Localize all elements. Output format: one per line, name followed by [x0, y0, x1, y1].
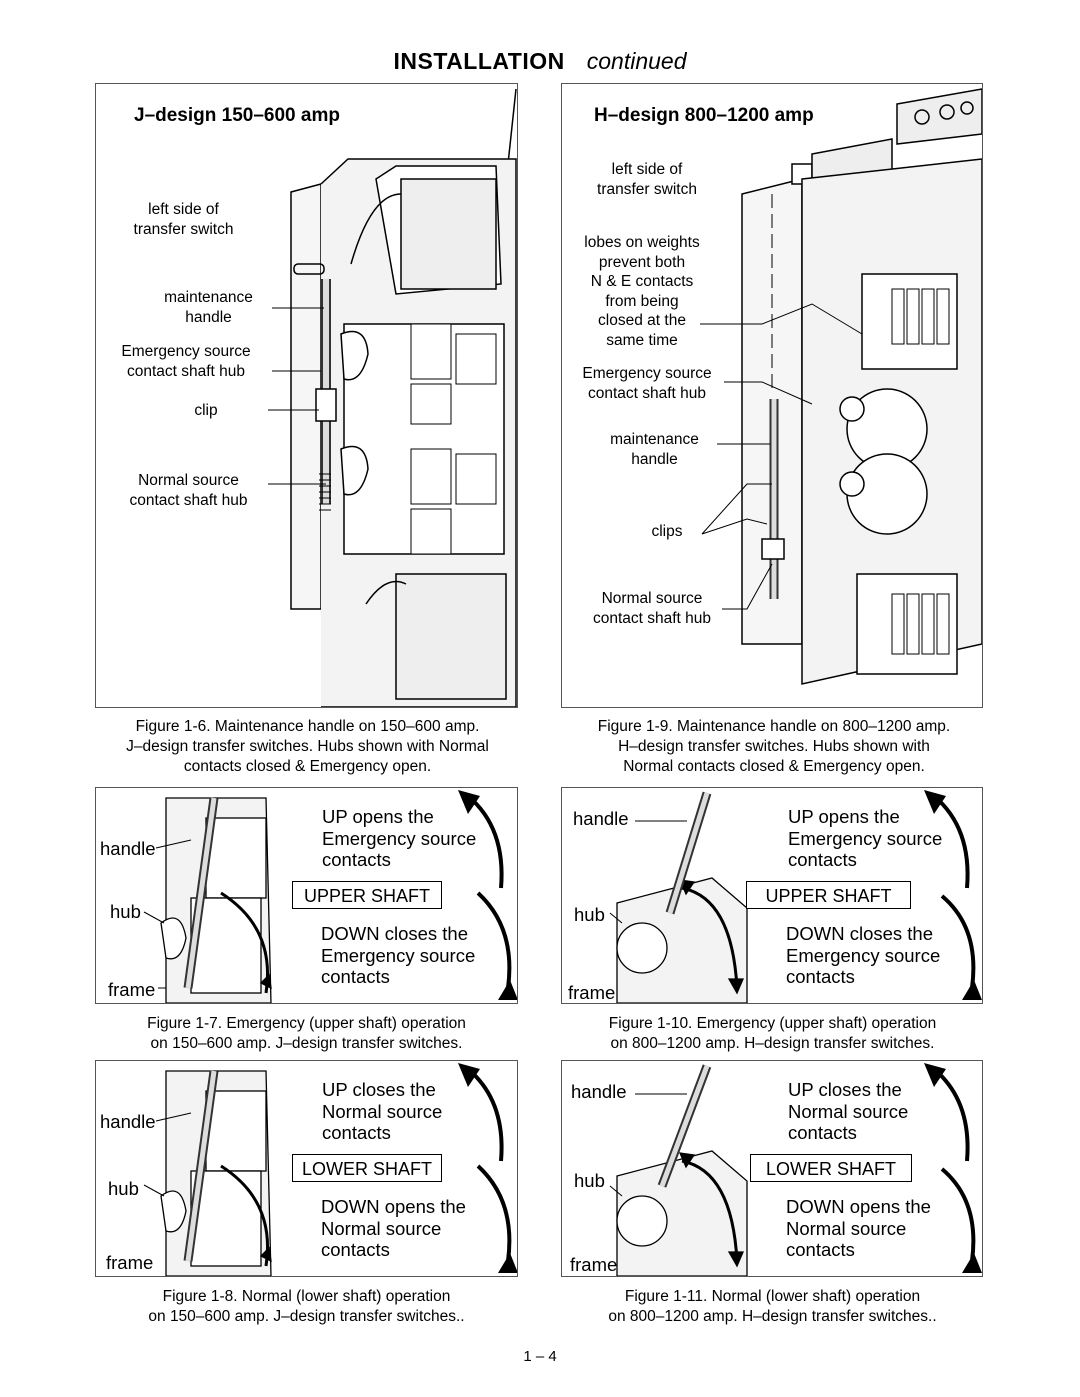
fig1-11-up-text: UP closes the Normal source contacts: [788, 1079, 909, 1143]
j-label-normal-hub: Normal source contact shaft hub: [129, 472, 248, 509]
fig1-10-frame-label: frame: [568, 982, 616, 1003]
figure-1-10-panel: handle hub frame UP opens the Emergency …: [561, 787, 983, 1004]
h-label-normal-hub: Normal source contact shaft hub: [592, 590, 712, 627]
j-label-clip: clip: [194, 402, 218, 419]
figure-1-8-caption: Figure 1-8. Normal (lower shaft) operati…: [148, 1288, 465, 1325]
fig1-10-upper-shaft-box: UPPER SHAFT: [746, 881, 911, 909]
fig1-8-down-text: DOWN opens the Normal source contacts: [321, 1196, 466, 1260]
h-design-switch-illustration: [741, 88, 982, 685]
figure-1-10-caption: Figure 1-10. Emergency (upper shaft) ope…: [608, 1015, 937, 1052]
figure-1-6-caption: Figure 1-6. Maintenance handle on 150–60…: [126, 718, 489, 775]
h-label-clips: clips: [651, 523, 683, 540]
j-label-left-side: left side of transfer switch: [133, 201, 234, 238]
fig1-10-down-text: DOWN closes the Emergency source contact…: [786, 923, 941, 987]
j-design-switch-illustration: [290, 88, 517, 707]
fig1-7-handle-label: handle: [100, 838, 156, 859]
fig1-8-up-text: UP closes the Normal source contacts: [322, 1079, 443, 1143]
h-label-maintenance-handle: maintenance handle: [610, 431, 699, 468]
fig1-11-frame-label: frame: [570, 1254, 618, 1275]
figure-1-6-heading: J–design 150–600 amp: [134, 105, 340, 126]
figure-1-7-caption: Figure 1-7. Emergency (upper shaft) oper…: [147, 1015, 466, 1052]
figure-1-11-caption: Figure 1-11. Normal (lower shaft) operat…: [608, 1288, 937, 1325]
fig1-7-hub-label: hub: [110, 901, 141, 922]
page-title: INSTALLATION continued: [0, 48, 1080, 75]
h-upper-shaft-illustration: [609, 790, 982, 1003]
fig1-11-down-text: DOWN opens the Normal source contacts: [786, 1196, 931, 1260]
j-lower-shaft-illustration: [143, 1063, 517, 1276]
fig1-7-up-text: UP opens the Emergency source contacts: [322, 806, 477, 870]
fig1-11-lower-shaft-box: LOWER SHAFT: [750, 1154, 912, 1182]
h-label-emergency-hub: Emergency source contact shaft hub: [582, 365, 712, 402]
fig1-8-frame-label: frame: [106, 1252, 154, 1273]
fig1-8-hub-label: hub: [108, 1178, 139, 1199]
h-label-lobes: lobes on weights prevent both N & E cont…: [584, 234, 700, 349]
fig1-7-down-text: DOWN closes the Emergency source contact…: [321, 923, 476, 987]
figure-1-9-heading: H–design 800–1200 amp: [594, 105, 814, 126]
h-lower-shaft-illustration: [609, 1063, 982, 1276]
fig1-11-hub-label: hub: [574, 1170, 605, 1191]
figure-1-8-panel: handle hub frame UP closes the Normal so…: [95, 1060, 518, 1277]
page-title-main: INSTALLATION: [393, 48, 565, 74]
j-upper-shaft-illustration: [143, 790, 517, 1003]
fig1-7-upper-shaft-box: UPPER SHAFT: [292, 881, 442, 909]
j-label-maintenance-handle: maintenance handle: [164, 289, 253, 326]
figure-1-11-panel: handle hub frame UP closes the Normal so…: [561, 1060, 983, 1277]
h-label-left-side: left side of transfer switch: [597, 161, 697, 198]
fig1-10-handle-label: handle: [573, 808, 629, 829]
page-number: 1 – 4: [523, 1348, 557, 1365]
fig1-11-handle-label: handle: [571, 1081, 627, 1102]
fig1-8-handle-label: handle: [100, 1111, 156, 1132]
j-leader-lines: [268, 307, 326, 485]
fig1-10-hub-label: hub: [574, 904, 605, 925]
fig1-8-lower-shaft-box: LOWER SHAFT: [292, 1154, 442, 1182]
figure-1-9-caption: Figure 1-9. Maintenance handle on 800–12…: [597, 718, 951, 775]
figure-1-7-panel: handle hub frame UP opens the Emergency …: [95, 787, 518, 1004]
page-title-continued: continued: [586, 48, 687, 74]
figure-1-6-panel: J–design 150–600 amp: [95, 83, 518, 708]
j-label-emergency-hub: Emergency source contact shaft hub: [121, 343, 251, 380]
fig1-10-up-text: UP opens the Emergency source contacts: [788, 806, 943, 870]
fig1-7-frame-label: frame: [108, 979, 156, 1000]
h-leader-lines: [700, 303, 863, 610]
figure-1-9-panel: H–design 800–1200 amp left side of trans…: [561, 83, 983, 708]
